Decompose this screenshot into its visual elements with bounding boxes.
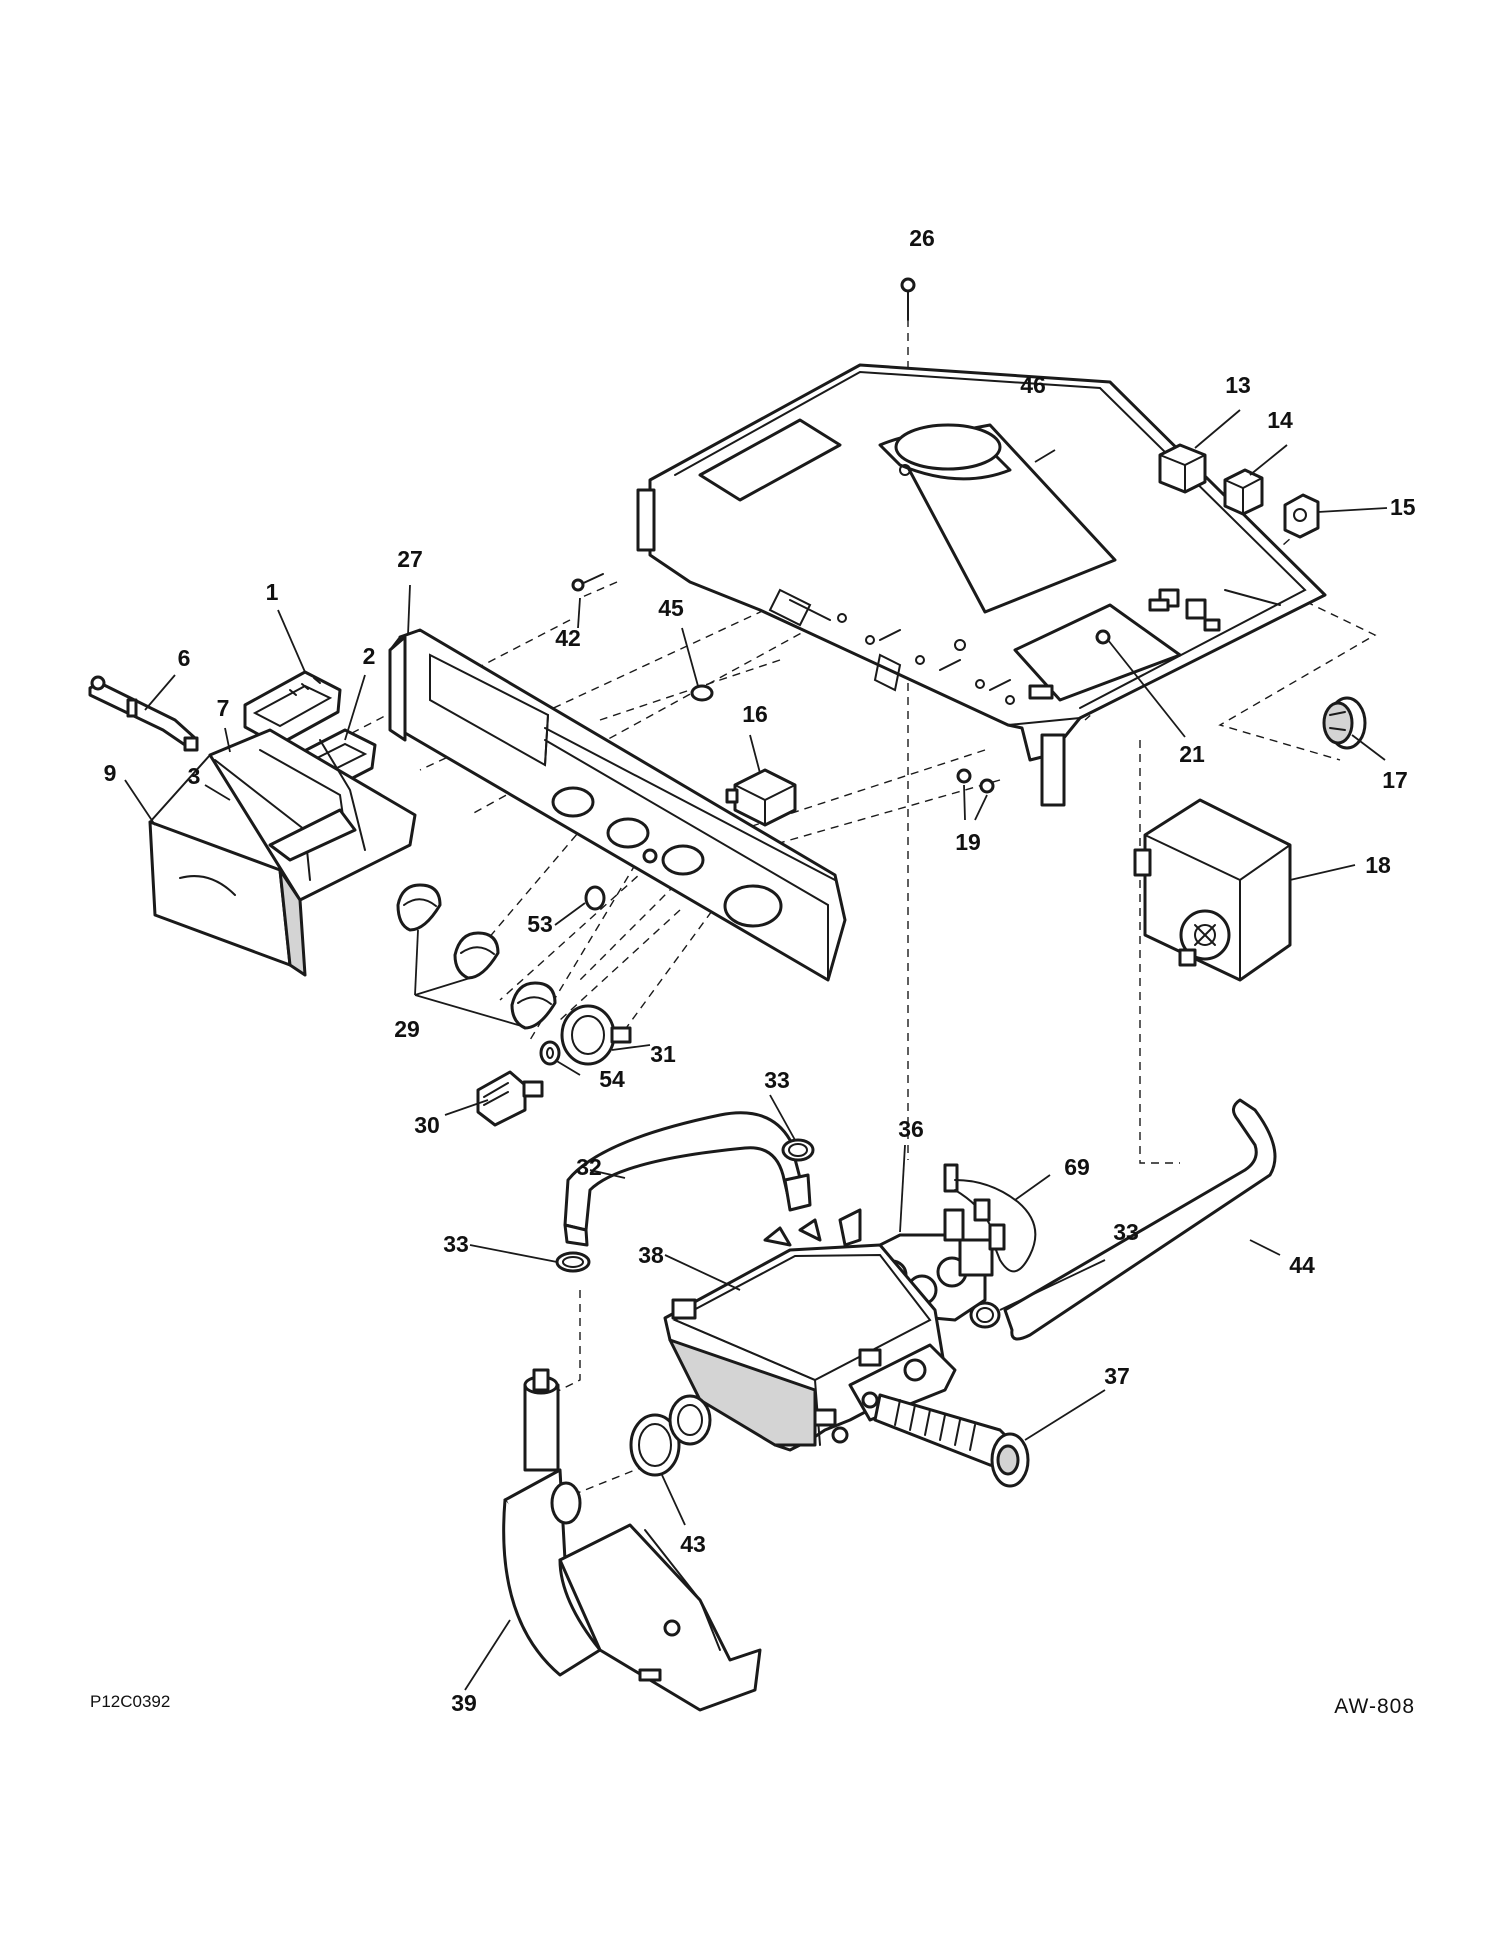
callout-43: 43 <box>680 1531 706 1557</box>
clamp-33-left <box>555 1251 591 1273</box>
pressure-switch-17 <box>1322 696 1367 750</box>
callout-44: 44 <box>1289 1252 1315 1278</box>
screw-42 <box>571 573 604 592</box>
callout-33-right: 33 <box>1113 1219 1139 1245</box>
callout-labels: 26 46 13 14 15 27 42 45 1 2 6 7 9 3 16 2… <box>104 225 1416 1716</box>
leader-lines <box>124 409 1388 1691</box>
bellows-hose-37 <box>873 1393 1030 1488</box>
callout-38: 38 <box>638 1242 664 1268</box>
ring-43 <box>629 1413 681 1477</box>
switch-15 <box>1283 493 1320 539</box>
screw-21 <box>1095 629 1111 645</box>
callout-29: 29 <box>394 1016 420 1042</box>
diagram-code: P12C0392 <box>90 1692 170 1711</box>
callout-6: 6 <box>178 645 191 671</box>
switch-14 <box>1223 468 1264 516</box>
wire-harness-69 <box>943 1163 1037 1273</box>
dispenser-lever-6 <box>88 675 199 752</box>
callout-42: 42 <box>555 625 581 651</box>
knob-29b <box>453 931 500 980</box>
inlet-boot <box>668 1394 712 1446</box>
water-valve-36 <box>868 1208 994 1322</box>
callout-30: 30 <box>414 1112 440 1138</box>
console-27 <box>388 628 847 982</box>
page-code: AW-808 <box>1334 1695 1415 1718</box>
callout-15: 15 <box>1390 494 1416 520</box>
callout-3: 3 <box>188 763 201 789</box>
callout-9: 9 <box>104 760 117 786</box>
callout-53: 53 <box>527 911 553 937</box>
dispenser-drawer-9 <box>148 728 417 977</box>
dispenser-housing-38 <box>663 1208 957 1452</box>
callout-31: 31 <box>650 1041 676 1067</box>
callout-26: 26 <box>909 225 935 251</box>
screw-26 <box>900 277 916 321</box>
callout-27: 27 <box>397 546 423 572</box>
callout-37: 37 <box>1104 1363 1130 1389</box>
hose-32 <box>563 1111 812 1247</box>
knob-29a <box>396 883 442 932</box>
callout-14: 14 <box>1267 407 1293 433</box>
clamp-33-upper <box>781 1138 815 1162</box>
hose-44 <box>1003 1098 1277 1341</box>
button-53 <box>584 885 606 911</box>
knob-30 <box>476 1070 544 1127</box>
callout-33-top: 33 <box>764 1067 790 1093</box>
callout-32: 32 <box>576 1154 602 1180</box>
callout-13: 13 <box>1225 372 1251 398</box>
callout-17: 17 <box>1382 767 1408 793</box>
knob-31 <box>560 1004 632 1066</box>
callout-19: 19 <box>955 829 981 855</box>
knob-29c <box>510 981 557 1030</box>
clamp-33-right <box>969 1301 1001 1329</box>
screws-19 <box>956 768 995 794</box>
callout-33-left: 33 <box>443 1231 469 1257</box>
callout-46: 46 <box>1020 372 1046 398</box>
callout-36: 36 <box>898 1116 924 1142</box>
switch-13 <box>1158 443 1207 494</box>
callout-54: 54 <box>599 1066 625 1092</box>
callout-45: 45 <box>658 595 684 621</box>
callout-7: 7 <box>217 695 230 721</box>
callout-1: 1 <box>266 579 279 605</box>
timer-18 <box>1133 798 1292 982</box>
callout-16: 16 <box>742 701 768 727</box>
callout-21: 21 <box>1179 741 1205 767</box>
callout-2: 2 <box>363 643 376 669</box>
callout-69: 69 <box>1064 1154 1090 1180</box>
vent-duct-39 <box>502 1368 762 1712</box>
callout-39: 39 <box>451 1690 477 1716</box>
ring-54 <box>539 1040 561 1066</box>
relay-16 <box>725 768 797 827</box>
plug-45 <box>690 684 714 702</box>
callout-18: 18 <box>1365 852 1391 878</box>
control-panel-frame <box>636 363 1327 807</box>
